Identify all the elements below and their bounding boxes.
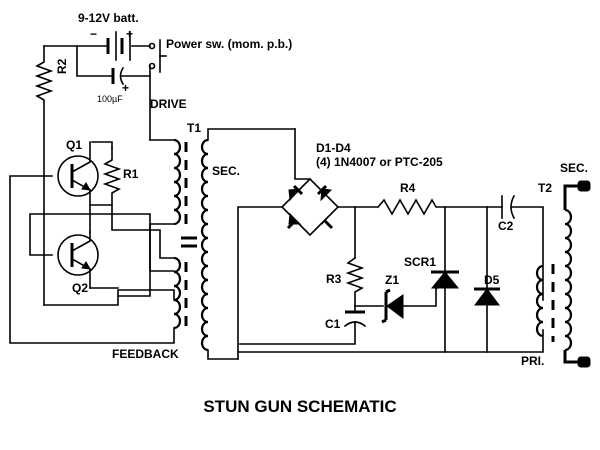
drive-label: DRIVE (150, 97, 187, 111)
r3-label: R3 (326, 272, 342, 286)
transistor-q2: Q2 (57, 231, 99, 295)
capacitor-plus-label: + (122, 81, 129, 95)
transformer-t1: T1 SEC. (173, 121, 296, 360)
battery-minus-label: − (90, 27, 97, 41)
c2-label: C2 (498, 219, 514, 233)
transformer-t2: T2 SEC. PRI. (521, 161, 591, 368)
transistor-q1: Q1 (57, 138, 99, 197)
d5-label: D5 (484, 273, 500, 287)
z1-label: Z1 (385, 273, 399, 287)
pri-label: PRI. (521, 354, 544, 368)
battery-symbol (106, 31, 131, 61)
t2-label: T2 (538, 181, 552, 195)
battery-label: 9-12V batt. (78, 11, 139, 25)
c1-label: C1 (325, 317, 341, 331)
r2-label: R2 (55, 58, 69, 74)
capacitor-c2: C2 (498, 194, 544, 301)
t1-sec-label: SEC. (212, 164, 240, 178)
r4-label: R4 (400, 181, 416, 195)
battery-section: 9-12V batt. − + Power sw. (mom. p.b.) + … (43, 11, 292, 141)
q1-label: Q1 (66, 138, 82, 152)
capacitor-c1: C1 (325, 310, 367, 331)
diode-part-label: (4) 1N4007 or PTC-205 (316, 155, 443, 169)
resistor-r4: R4 (376, 181, 503, 216)
scr-scr1: SCR1 (404, 255, 460, 291)
q2-label: Q2 (72, 281, 88, 295)
power-switch-label: Power sw. (mom. p.b.) (166, 37, 292, 51)
schematic-title: STUN GUN SCHEMATIC (203, 397, 396, 416)
d1-d4-label: D1-D4 (316, 141, 351, 155)
r1-label: R1 (123, 167, 139, 181)
scr1-label: SCR1 (404, 255, 436, 269)
feedback-label: FEEDBACK (112, 347, 179, 361)
zener-z1: Z1 (381, 273, 404, 324)
resistor-r2: R2 (34, 45, 69, 306)
capacitor-value-label: 100µF (97, 94, 123, 104)
resistor-r3: R3 (326, 256, 365, 307)
power-switch-symbol (148, 39, 167, 73)
bridge-rectifier: D1-D4 (4) 1N4007 or PTC-205 (280, 141, 443, 237)
t2-sec-label: SEC. (560, 161, 588, 175)
t1-label: T1 (187, 121, 201, 135)
